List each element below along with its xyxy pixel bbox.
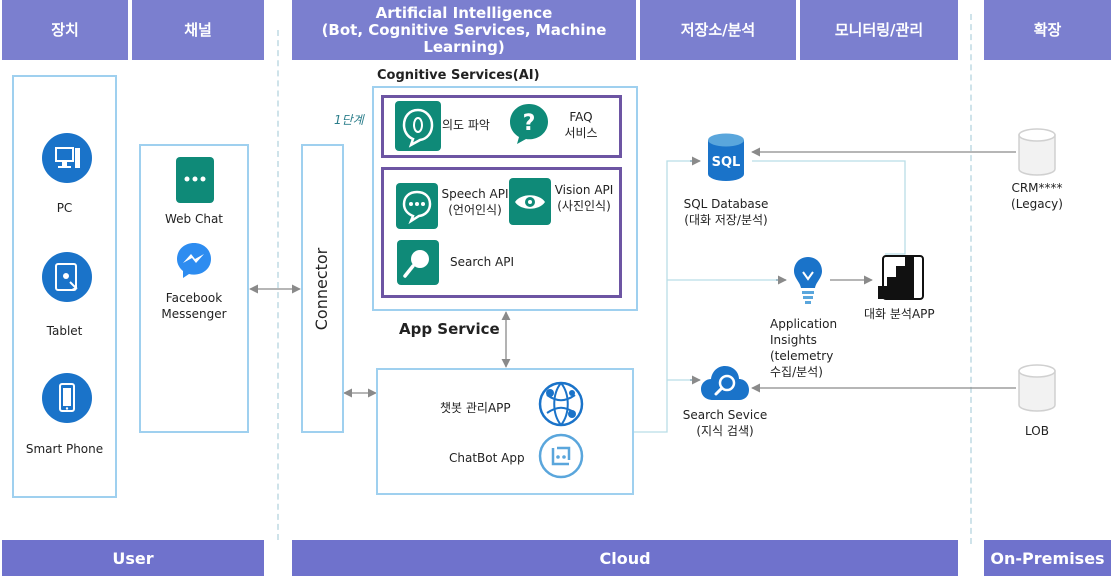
speech-icon — [396, 183, 438, 229]
crm-icon — [1017, 127, 1057, 177]
speech-label: Speech API (언어인식) — [441, 187, 509, 217]
header-monitoring: 모니터링/관리 — [800, 0, 958, 60]
tablet-icon — [42, 252, 92, 302]
sql-database-label: SQL Database (대화 저장/분석) — [683, 197, 769, 227]
chatbot-app-icon — [537, 432, 585, 480]
admin-app-icon — [537, 380, 585, 428]
connector-label: Connector — [312, 247, 331, 331]
step-label: 1단계 — [334, 113, 364, 127]
crm-label: CRM**** (Legacy) — [1011, 181, 1063, 211]
search-api-label: Search API — [450, 255, 515, 269]
faq-icon: ? — [508, 102, 550, 146]
svg-text:?: ? — [523, 111, 536, 136]
lob-icon — [1017, 363, 1057, 413]
app-insights-label: Application Insights (telemetry 수집/분석) — [770, 317, 838, 379]
footer-onprem: On-Premises — [984, 540, 1111, 576]
analysis-app-label: 대화 분석APP — [864, 307, 935, 321]
connector-box — [301, 144, 344, 433]
header-device: 장치 — [2, 0, 128, 60]
faq-label: FAQ 서비스 — [564, 110, 598, 140]
intent-icon — [395, 101, 441, 151]
app-service-title: App Service — [399, 320, 500, 338]
vision-icon — [509, 178, 551, 225]
app-service-box — [376, 368, 634, 495]
search-api-icon — [397, 240, 439, 285]
footer-cloud: Cloud — [292, 540, 958, 576]
intent-label: 의도 파악 — [442, 118, 490, 132]
header-extension: 확장 — [984, 0, 1111, 60]
pc-label: PC — [56, 201, 73, 215]
lob-label: LOB — [1025, 424, 1049, 438]
phone-icon — [42, 373, 92, 423]
chatbot-app-label: ChatBot App — [449, 451, 525, 465]
tablet-label: Tablet — [46, 324, 83, 338]
cognitive-title: Cognitive Services(AI) — [377, 68, 540, 83]
header-ai: Artificial Intelligence (Bot, Cognitive … — [292, 0, 636, 60]
phone-label: Smart Phone — [25, 442, 104, 456]
footer-user: User — [2, 540, 264, 576]
messenger-icon — [174, 240, 214, 280]
admin-app-label: 챗봇 관리APP — [440, 401, 511, 415]
app-insights-icon — [791, 254, 825, 306]
messenger-label: Facebook Messenger — [161, 291, 227, 321]
search-service-label: Search Sevice (지식 검색) — [682, 408, 768, 438]
header-storage: 저장소/분석 — [640, 0, 796, 60]
power-bi-icon — [876, 250, 930, 304]
sql-database-icon: SQL — [706, 132, 746, 182]
webchat-label: Web Chat — [164, 212, 224, 226]
search-service-icon — [699, 362, 751, 402]
vision-label: Vision API (사진인식) — [554, 183, 614, 213]
separator-cloud-onprem — [970, 14, 972, 544]
header-channel: 채널 — [132, 0, 264, 60]
pc-icon — [42, 133, 92, 183]
webchat-icon — [176, 157, 214, 203]
sql-icon-text: SQL — [712, 155, 741, 170]
